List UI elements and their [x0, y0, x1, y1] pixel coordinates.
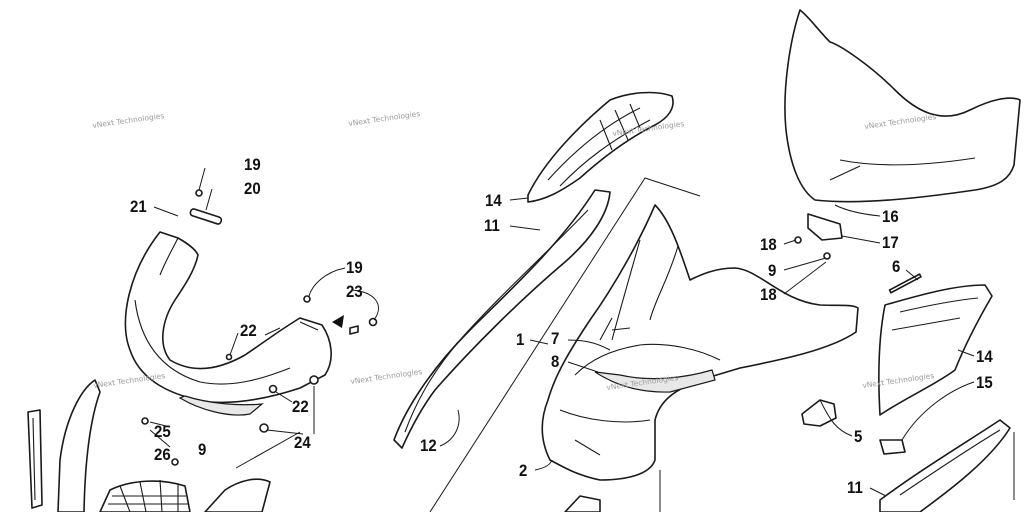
callout-9: 9 — [198, 440, 207, 459]
part-11-trim — [393, 189, 611, 449]
callout-21: 21 — [130, 197, 147, 216]
lower-part-fragment — [564, 495, 601, 512]
part-25-screw — [141, 417, 149, 425]
leader-lines — [149, 167, 975, 497]
callout-19: 19 — [244, 155, 261, 174]
part-17-bracket — [807, 213, 843, 241]
callout-18: 18 — [760, 285, 777, 304]
part-9-nut — [823, 252, 831, 260]
part-22-nut — [225, 353, 233, 361]
part-6-rod — [888, 273, 922, 294]
callout-5: 5 — [854, 427, 863, 446]
part-20-plate — [189, 208, 223, 225]
callout-9: 9 — [768, 261, 777, 280]
callout-24: 24 — [294, 433, 311, 452]
part-24-grommet — [259, 423, 269, 433]
arrow-marker — [332, 315, 344, 328]
part-14-upper-vent — [527, 91, 674, 203]
callout-22: 22 — [240, 321, 257, 340]
part-14-right-panel — [878, 284, 993, 416]
part-1-hood — [541, 204, 859, 481]
trim-detail — [899, 429, 1001, 496]
callout-1: 1 — [516, 330, 525, 349]
callout-6: 6 — [892, 257, 901, 276]
assembly-frame-line — [429, 177, 701, 512]
callout-20: 20 — [244, 179, 261, 198]
callout-11: 11 — [847, 478, 863, 497]
part-15-fastener — [879, 439, 906, 455]
part-5-clip — [801, 399, 837, 427]
callout-14: 14 — [485, 191, 502, 210]
part-23-clip — [349, 325, 359, 335]
part-9-nut — [171, 458, 179, 466]
callout-7: 7 — [551, 329, 560, 348]
callout-16: 16 — [882, 207, 899, 226]
trim-detail — [32, 417, 36, 501]
callout-26: 26 — [154, 445, 171, 464]
callout-12: 12 — [420, 436, 437, 455]
part-21-bumper — [124, 231, 332, 416]
part-23-nut — [368, 317, 378, 327]
callout-8: 8 — [551, 352, 560, 371]
callout-14: 14 — [976, 347, 993, 366]
part-22-nut — [268, 384, 278, 394]
left-side-panel — [57, 379, 101, 512]
callout-19: 19 — [346, 258, 363, 277]
left-trim-strip — [27, 409, 43, 509]
part-16-windshield — [784, 9, 1021, 203]
callout-18: 18 — [760, 235, 777, 254]
callout-17: 17 — [882, 233, 899, 252]
callout-15: 15 — [976, 373, 993, 392]
part-19-screw — [303, 295, 311, 303]
lower-bracket — [204, 478, 271, 512]
callout-2: 2 — [519, 461, 528, 480]
callout-25: 25 — [154, 422, 171, 441]
assembly-frame-line — [235, 431, 301, 469]
callout-23: 23 — [346, 282, 363, 301]
callout-22: 22 — [292, 397, 309, 416]
part-24-grommet — [309, 375, 319, 385]
grille-mesh — [108, 479, 188, 512]
part-19-screw — [195, 189, 203, 197]
callout-11: 11 — [484, 216, 500, 235]
part-11-lower-trim — [879, 419, 1011, 512]
